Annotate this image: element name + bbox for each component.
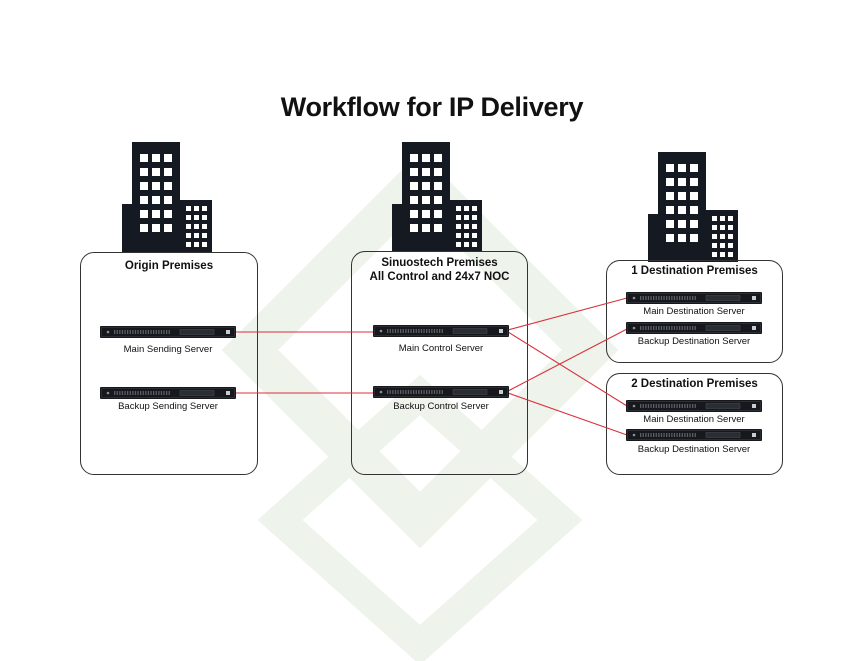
dest1-main-server-label: Main Destination Server xyxy=(643,306,745,317)
sinuostech-premises-title: Sinuostech Premises xyxy=(381,257,498,269)
origin-premises-title: Origin Premises xyxy=(124,260,214,272)
dest2-backup-server-icon xyxy=(626,429,762,441)
link-main-control-to-dest2-main xyxy=(507,331,628,407)
dest1-backup-server-label: Backup Destination Server xyxy=(637,336,751,347)
main-sending-server-icon xyxy=(100,326,236,338)
backup-sending-server-icon xyxy=(100,387,236,399)
destination2-premises-title: 2 Destination Premises xyxy=(631,378,758,390)
diagram-title: Workflow for IP Delivery xyxy=(280,92,584,122)
backup-sending-server-label: Backup Sending Server xyxy=(118,401,218,412)
dest1-main-server-icon xyxy=(626,292,762,304)
main-control-server-icon xyxy=(373,325,509,337)
destination2-premises-box: 2 Destination Premises xyxy=(606,373,783,475)
dest1-backup-server-icon xyxy=(626,322,762,334)
dest2-main-server-label: Main Destination Server xyxy=(643,414,745,425)
dest2-main-server-icon xyxy=(626,400,762,412)
destination1-premises-title: 1 Destination Premises xyxy=(631,265,758,277)
backup-control-server-label: Backup Control Server xyxy=(393,401,489,412)
origin-premises-box: Origin Premises xyxy=(80,252,258,475)
destination1-premises-box: 1 Destination Premises xyxy=(606,260,783,363)
sinuostech-premises-box: Sinuostech Premises All Control and 24x7… xyxy=(351,251,528,475)
link-backup-control-to-dest1-backup xyxy=(507,328,628,392)
main-control-server-label: Main Control Server xyxy=(398,343,484,354)
link-backup-control-to-dest2-backup xyxy=(507,392,628,436)
backup-control-server-icon xyxy=(373,386,509,398)
main-sending-server-label: Main Sending Server xyxy=(123,344,213,355)
sinuostech-premises-subtitle: All Control and 24x7 NOC xyxy=(369,271,510,283)
link-main-control-to-dest1-main xyxy=(507,297,628,331)
dest2-backup-server-label: Backup Destination Server xyxy=(637,444,751,455)
